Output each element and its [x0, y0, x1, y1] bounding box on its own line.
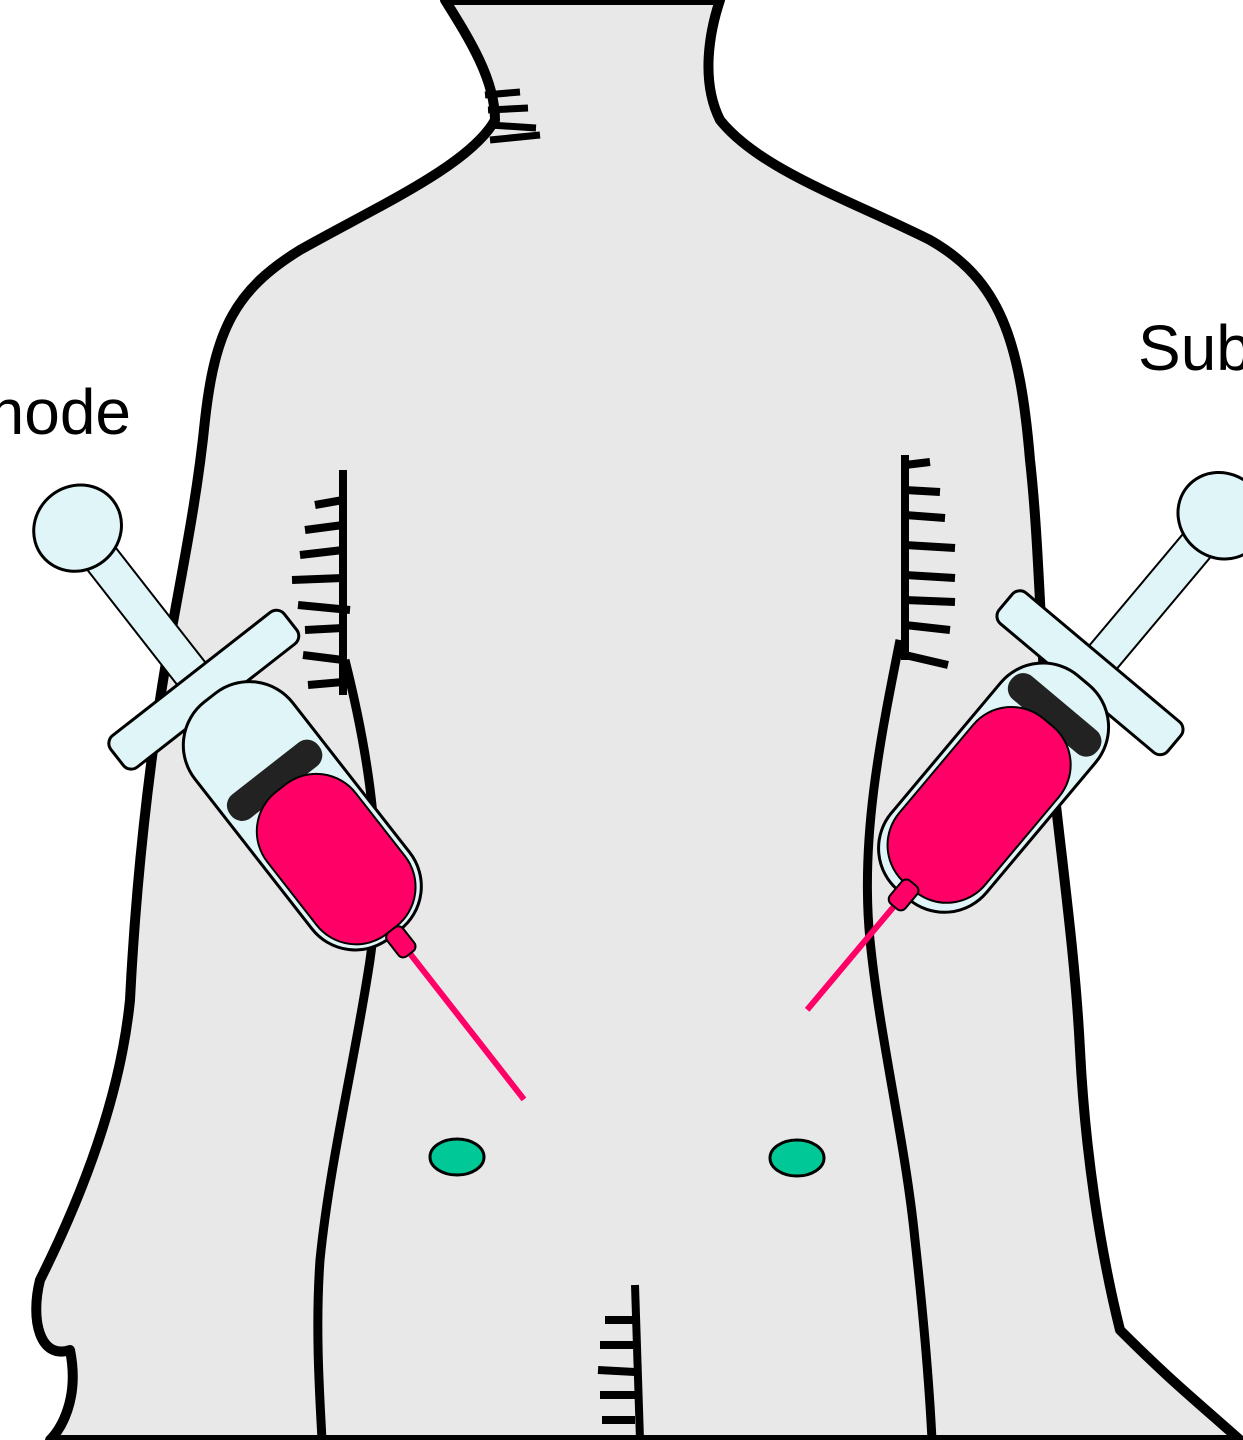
injection-site-right — [770, 1140, 824, 1176]
injection-site-left — [430, 1139, 484, 1175]
left-label: node — [0, 380, 131, 444]
right-label: Sub — [1138, 316, 1243, 380]
